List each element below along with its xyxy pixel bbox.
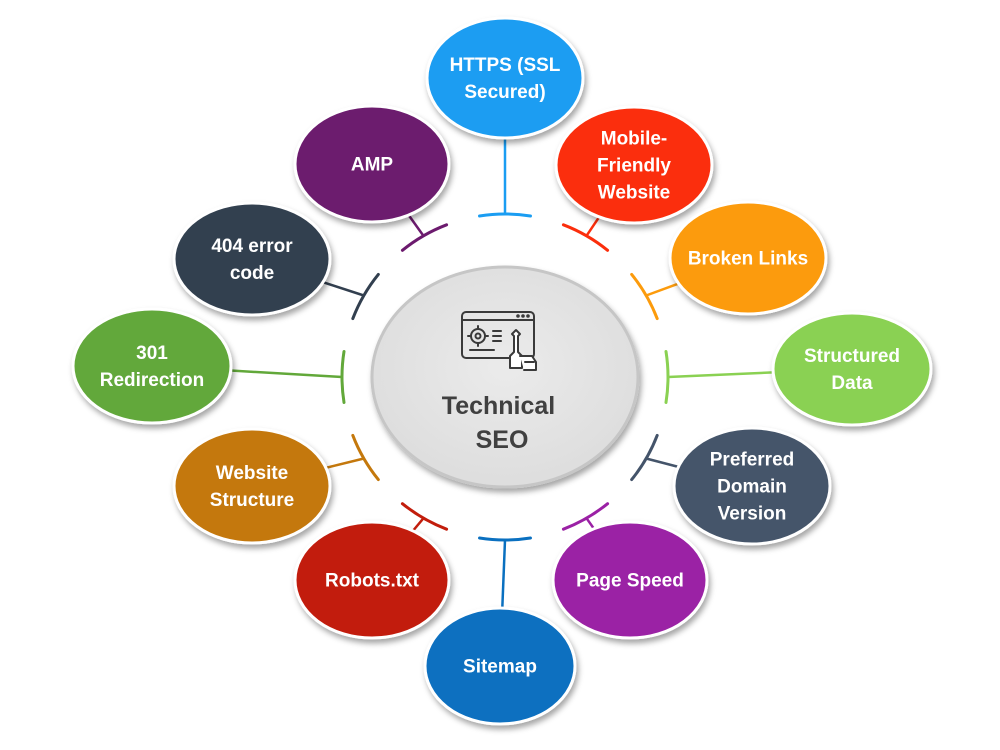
node-label-line: 301: [136, 343, 168, 364]
node-label-page-speed: Page Speed: [576, 571, 684, 592]
node-label-line: Website: [598, 183, 671, 204]
ring-segment-https: [478, 212, 532, 218]
ring-segment-301-redirection: [340, 350, 346, 404]
node-label-broken-links: Broken Links: [688, 249, 808, 270]
node-ellipse-website-structure: [172, 427, 332, 545]
connector-broken-links: [645, 282, 680, 297]
node-ellipse-amp: [293, 104, 451, 224]
node-label-line: Robots.txt: [325, 571, 420, 592]
node-label-line: Structured: [804, 346, 900, 367]
node-label-line: Domain: [717, 477, 787, 498]
node-page-speed: Page Speed: [551, 520, 709, 640]
node-label-line: Broken Links: [688, 249, 808, 270]
ring-segment-sitemap: [478, 536, 532, 542]
node-label-line: Mobile-: [601, 129, 668, 150]
connector-301-redirection: [230, 369, 343, 379]
settings-wrench-screen-icon: [461, 311, 537, 371]
connector-page-speed: [585, 517, 595, 530]
ring-segment-404-error-code: [351, 272, 380, 321]
connector-robots-txt: [411, 517, 425, 532]
ring-segment-preferred-domain: [630, 433, 659, 482]
node-ellipse-robots-txt: [293, 520, 451, 640]
node-label-line: Structure: [210, 490, 294, 511]
node-ellipse-page-speed: [551, 520, 709, 640]
center-ellipse: [370, 265, 640, 489]
center-hub: Technical SEO: [370, 265, 640, 489]
connector-structured-data: [667, 371, 774, 379]
node-label-line: HTTPS (SSL: [450, 55, 561, 76]
connector-website-structure: [325, 457, 365, 470]
ring-segment-mobile-friendly: [561, 223, 610, 252]
node-robots-txt: Robots.txt: [293, 520, 451, 640]
node-label-robots-txt: Robots.txt: [325, 571, 420, 592]
node-ellipse-preferred-domain: [672, 426, 832, 546]
ring-segment-website-structure: [351, 433, 380, 482]
node-label-line: Friendly: [597, 156, 671, 177]
connector-sitemap: [501, 539, 507, 609]
node-label-line: AMP: [351, 155, 394, 176]
node-404-error-code: 404 error code: [172, 201, 332, 317]
node-label-amp: AMP: [351, 155, 394, 176]
connector-preferred-domain: [645, 457, 679, 469]
node-label-404-error-code: 404 error code: [211, 236, 293, 284]
connector-mobile-friendly: [585, 216, 601, 237]
ring-segment-robots-txt: [400, 502, 449, 531]
node-label-line: Secured): [464, 82, 545, 103]
ring-segments: [340, 212, 670, 542]
node-label-line: Version: [718, 504, 787, 525]
node-sitemap: Sitemap: [423, 606, 577, 726]
node-label-sitemap: Sitemap: [463, 657, 537, 678]
center-title: Technical SEO: [442, 392, 562, 454]
node-https: HTTPS (SSL Secured): [425, 16, 585, 140]
node-label-line: Data: [831, 373, 873, 394]
node-broken-links: Broken Links: [668, 200, 828, 316]
node-ellipse-https: [425, 16, 585, 140]
node-ellipse-mobile-friendly: [554, 105, 714, 225]
node-ellipse-structured-data: [771, 311, 933, 427]
node-ellipse-301-redirection: [71, 307, 233, 425]
connectors: [230, 138, 774, 609]
node-label-line: code: [230, 263, 274, 284]
ring-segment-broken-links: [630, 272, 659, 321]
node-ellipse-broken-links: [668, 200, 828, 316]
connector-404-error-code: [322, 280, 365, 297]
node-ellipse-sitemap: [423, 606, 577, 726]
center-title-line-1: Technical: [442, 392, 555, 420]
node-ellipse-404-error-code: [172, 201, 332, 317]
center-title-line-2: SEO: [476, 426, 529, 454]
node-label-line: Page Speed: [576, 571, 684, 592]
connector-amp: [407, 214, 425, 237]
node-amp: AMP: [293, 104, 451, 224]
node-label-line: Redirection: [100, 370, 205, 391]
ring-segment-structured-data: [664, 350, 670, 404]
node-label-line: Preferred: [710, 450, 795, 471]
node-label-line: Website: [216, 463, 289, 484]
ring-segment-page-speed: [561, 502, 610, 531]
node-label-https: HTTPS (SSL Secured): [450, 55, 561, 103]
node-label-line: Sitemap: [463, 657, 537, 678]
node-label-line: 404 error: [211, 236, 293, 257]
ring-segment-amp: [400, 223, 449, 252]
